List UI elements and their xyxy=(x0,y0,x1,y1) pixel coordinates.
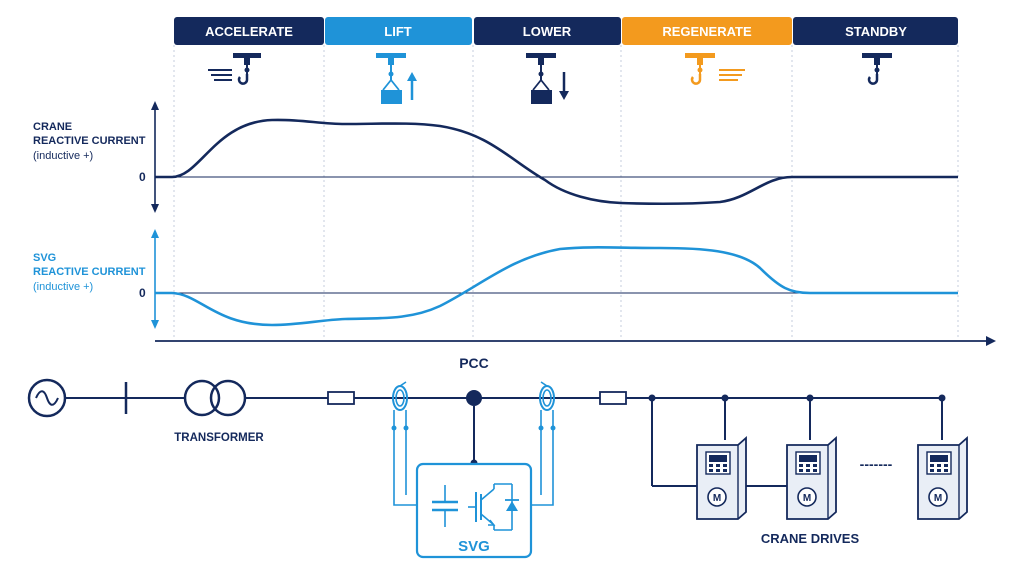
pcc-label: PCC xyxy=(459,355,489,371)
crane-drive-1: M xyxy=(696,436,747,520)
svg-plot-title-1: SVG xyxy=(33,252,56,264)
standby-hoist-icon xyxy=(862,53,892,85)
svg-plot-title-2: REACTIVE CURRENT xyxy=(33,266,146,278)
pcc-node xyxy=(466,390,482,406)
crane-drive-2: M xyxy=(786,436,837,520)
phase-label-lower: LOWER xyxy=(523,24,572,39)
time-axis-arrow xyxy=(986,336,996,346)
phase-header: ACCELERATE LIFT LOWER REGENERATE STANDBY xyxy=(174,17,958,45)
drives-ellipsis: ------- xyxy=(860,456,893,472)
phase-tab-accelerate: ACCELERATE xyxy=(174,17,324,45)
crane-plot-title-3: (inductive +) xyxy=(33,150,93,162)
crane-current-plot: CRANE REACTIVE CURRENT (inductive +) 0 xyxy=(33,101,958,213)
svg-plot-title-3: (inductive +) xyxy=(33,281,93,293)
phase-label-lift: LIFT xyxy=(384,24,411,39)
crane-plot-title-1: CRANE xyxy=(33,121,72,133)
crane-plot-title-2: REACTIVE CURRENT xyxy=(33,135,146,147)
single-line-diagram: TRANSFORMER PCC xyxy=(27,355,968,559)
crane-zero-label: 0 xyxy=(139,170,146,184)
svg-zero-label: 0 xyxy=(139,286,146,300)
phase-label-accelerate: ACCELERATE xyxy=(205,24,293,39)
phase-tab-standby: STANDBY xyxy=(793,17,958,45)
svg-current-plot: SVG REACTIVE CURRENT (inductive +) 0 xyxy=(33,229,958,329)
svg-unit-label: SVG xyxy=(458,538,490,555)
lower-hoist-icon xyxy=(526,53,569,104)
phase-tab-regenerate: REGENERATE xyxy=(622,17,792,45)
fuse-icon xyxy=(327,391,355,405)
capacitor-icon xyxy=(432,485,458,527)
motor-icon xyxy=(707,487,727,507)
motor-label-1: M xyxy=(713,493,721,504)
motor-icon xyxy=(928,487,948,507)
crane-drives-label: CRANE DRIVES xyxy=(761,531,860,546)
phase-tab-lift: LIFT xyxy=(325,17,472,45)
motor-icon xyxy=(797,487,817,507)
crane-current-curve xyxy=(155,118,958,205)
phase-label-standby: STANDBY xyxy=(845,24,907,39)
motor-label-2: M xyxy=(803,493,811,504)
diode-icon xyxy=(505,499,519,511)
fuse-icon xyxy=(599,391,627,405)
transformer-icon xyxy=(183,379,221,417)
phase-label-regenerate: REGENERATE xyxy=(662,24,752,39)
crane-drive-3: M xyxy=(917,436,968,520)
regenerate-hoist-icon xyxy=(685,53,745,85)
lift-hoist-icon xyxy=(376,53,417,104)
motor-label-3: M xyxy=(934,493,942,504)
svg-unit: SVG xyxy=(415,462,533,559)
current-transformer-left-icon xyxy=(391,381,409,431)
phase-tab-lower: LOWER xyxy=(474,17,621,45)
current-transformer-right-icon xyxy=(538,381,556,431)
transformer-label: TRANSFORMER xyxy=(174,432,264,444)
accelerate-hoist-icon xyxy=(208,53,261,85)
svg-current-curve xyxy=(155,246,958,327)
